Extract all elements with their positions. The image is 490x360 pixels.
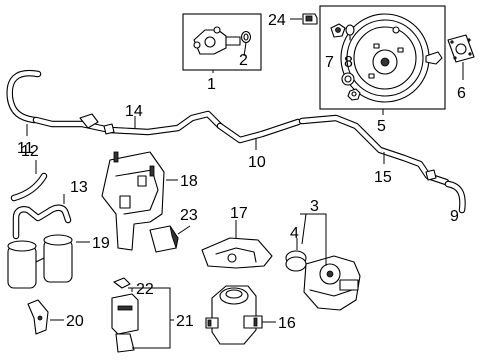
callout-4: 4 — [290, 225, 299, 242]
part-21-22-switch: 22 21 — [111, 277, 194, 353]
part-24-clip: 24 — [268, 12, 318, 29]
part-19-canister: 19 — [7, 234, 110, 289]
part-3-master-cylinder: 3 — [300, 198, 361, 311]
callout-20: 20 — [66, 313, 84, 330]
nut — [347, 88, 361, 101]
reservoir-cap-assembly — [193, 26, 241, 55]
callout-7: 7 — [325, 54, 334, 71]
part-14-pipe: 14 — [32, 103, 224, 136]
callout-3: 3 — [310, 198, 319, 215]
part-15-pipe: 15 — [298, 114, 450, 186]
o-ring-part-2 — [240, 30, 252, 44]
callout-5: 5 — [377, 118, 386, 135]
callout-13: 13 — [70, 179, 88, 196]
part-23-sensor: 23 — [149, 207, 198, 253]
part-17-bracket: 17 — [201, 205, 273, 269]
part-10-pipe: 10 — [216, 118, 302, 171]
brake-booster — [340, 13, 443, 103]
part-6-gasket: 6 — [447, 34, 475, 102]
callout-16: 16 — [278, 315, 296, 332]
callout-10: 10 — [248, 154, 266, 171]
part-1-box — [182, 13, 262, 71]
part-1-group: 1 2 — [182, 13, 262, 93]
callout-2: 2 — [239, 52, 248, 69]
part-16-vacuum-pump: 16 — [205, 285, 296, 345]
part-9-hose: 9 — [444, 180, 466, 225]
part-4-cap: 4 — [285, 225, 307, 272]
callout-19: 19 — [92, 235, 110, 252]
callout-1: 1 — [207, 76, 216, 93]
part-11-hose: 11 — [6, 69, 42, 157]
part-12-hose: 12 — [10, 143, 48, 202]
part-18-bracket: 18 — [101, 151, 198, 251]
check-valve-part-7 — [330, 23, 346, 38]
callout-12: 12 — [21, 143, 39, 160]
part-13-hose: 13 — [12, 179, 88, 240]
callout-6: 6 — [457, 85, 466, 102]
grommet-part-8 — [345, 24, 355, 41]
callout-15: 15 — [374, 169, 392, 186]
callout-9: 9 — [450, 208, 459, 225]
part-20-bracket: 20 — [27, 299, 84, 335]
callout-18: 18 — [180, 173, 198, 190]
leader-2 — [243, 42, 247, 57]
callout-22: 22 — [136, 281, 154, 298]
callout-23: 23 — [180, 207, 198, 224]
callout-14: 14 — [125, 103, 143, 120]
callout-11: 11 — [17, 140, 34, 157]
part-5-group: 7 8 5 — [319, 5, 446, 135]
callout-8: 8 — [344, 54, 353, 71]
callout-21: 21 — [176, 313, 194, 330]
callout-24: 24 — [268, 12, 286, 29]
seal-ring — [341, 72, 355, 86]
callout-17: 17 — [230, 205, 248, 222]
